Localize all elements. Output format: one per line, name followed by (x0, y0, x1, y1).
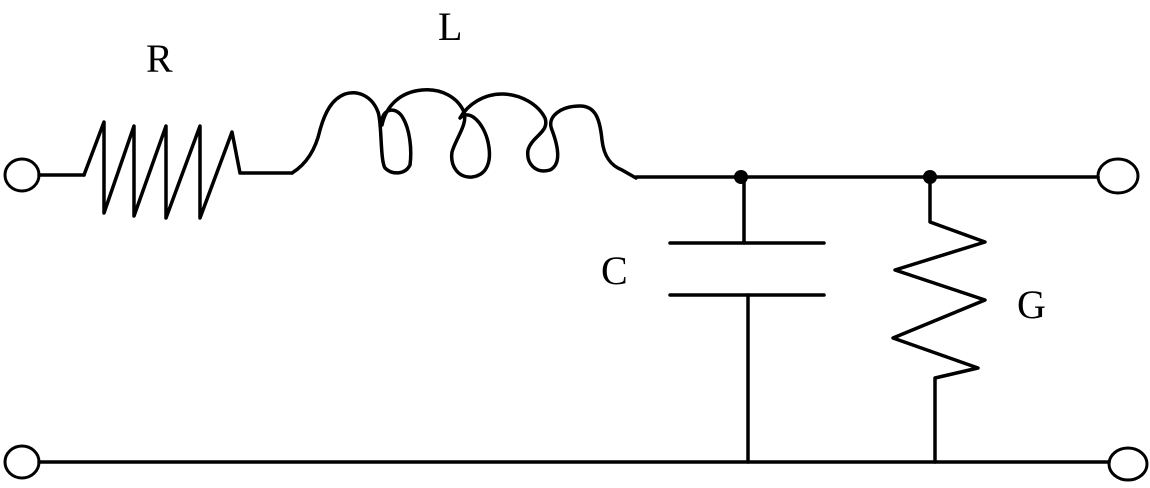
label-g: G (1017, 282, 1046, 327)
terminal-top-left (3, 157, 41, 193)
conductance-g-symbol (891, 175, 987, 464)
label-r: R (146, 36, 173, 81)
inductor-l-symbol (290, 88, 638, 180)
terminal-bottom-left (3, 444, 41, 480)
label-c: C (601, 248, 628, 293)
terminal-top-right (1096, 157, 1140, 195)
label-l: L (438, 4, 462, 49)
junction-node-capacitor (734, 170, 748, 184)
terminal-bottom-right (1107, 446, 1149, 482)
resistor-r-symbol (82, 120, 294, 220)
